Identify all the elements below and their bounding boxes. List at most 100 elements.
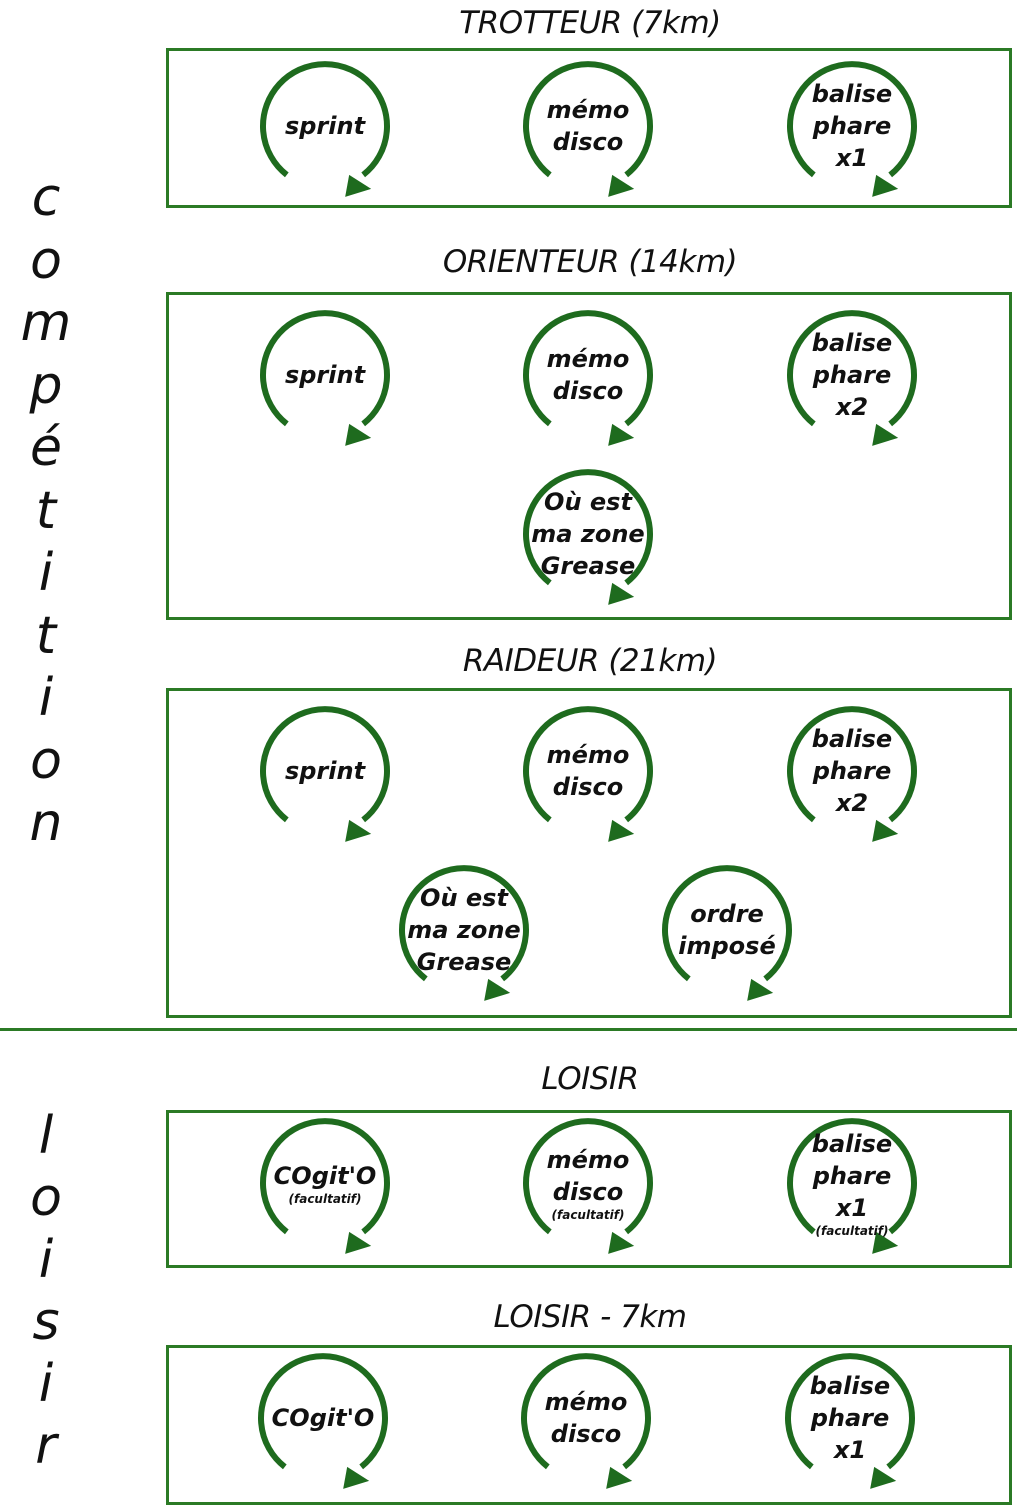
step-label-line: Où est bbox=[420, 884, 508, 912]
circular-arrow-icon bbox=[523, 310, 653, 446]
step-label: COgit'O bbox=[243, 1402, 403, 1434]
circular-arrow-icon bbox=[523, 706, 653, 842]
step-label-line: x2 bbox=[835, 393, 869, 421]
section-box-raideur bbox=[166, 688, 1012, 1018]
step-label-line: x2 bbox=[835, 789, 869, 817]
section-title-loisir-7km: LOISIR - 7km bbox=[493, 1299, 688, 1335]
category-letter: o bbox=[30, 730, 62, 791]
step-label: ordre imposé bbox=[647, 898, 807, 962]
step-label-line: Où est bbox=[544, 488, 632, 516]
circular-arrow-icon bbox=[260, 310, 390, 446]
step-note: (facultatif) bbox=[815, 1224, 889, 1238]
circular-arrow-icon bbox=[662, 865, 792, 1001]
circular-arrow-icon bbox=[521, 1353, 651, 1489]
step-label: sprint bbox=[245, 359, 405, 391]
activity-step: sprint bbox=[245, 703, 405, 842]
category-letter: o bbox=[30, 230, 62, 291]
step-note: (facultatif) bbox=[288, 1192, 362, 1206]
step-label-line: mémo bbox=[546, 345, 630, 373]
step-label-line: phare bbox=[812, 757, 892, 785]
section-title-raideur: RAIDEUR (21km) bbox=[462, 643, 718, 679]
step-label-line: imposé bbox=[678, 932, 776, 960]
step-label-line: phare bbox=[812, 1162, 892, 1190]
step-label: balise phare x2 bbox=[772, 723, 932, 819]
step-label-line: sprint bbox=[284, 757, 366, 785]
category-letter: i bbox=[38, 668, 54, 728]
step-label-line: x1 bbox=[835, 144, 869, 172]
step-label-line: COgit'O bbox=[273, 1162, 377, 1190]
step-label: sprint bbox=[245, 110, 405, 142]
step-label-line: disco bbox=[552, 773, 624, 801]
step-label-line: Grease bbox=[540, 552, 636, 580]
step-label-line: mémo bbox=[546, 1146, 630, 1174]
category-divider bbox=[0, 1028, 1017, 1031]
circular-arrow-icon bbox=[260, 61, 390, 197]
step-label-line: sprint bbox=[284, 361, 366, 389]
step-label-line: balise bbox=[811, 725, 893, 753]
step-label-line: balise bbox=[811, 329, 893, 357]
step-label: mémo disco bbox=[506, 1386, 666, 1450]
circular-arrow-icon bbox=[523, 61, 653, 197]
step-label-line: COgit'O bbox=[271, 1404, 375, 1432]
step-label-line: balise bbox=[811, 80, 893, 108]
step-label-line: phare bbox=[812, 112, 892, 140]
circular-arrow-icon bbox=[523, 1118, 653, 1254]
step-label-line: balise bbox=[809, 1372, 891, 1400]
step-label-line: Grease bbox=[416, 948, 512, 976]
step-label-line: balise bbox=[811, 1130, 893, 1158]
activity-step: sprint bbox=[245, 307, 405, 446]
category-letter: i bbox=[38, 543, 54, 603]
category-letter: i bbox=[38, 1354, 54, 1414]
step-label-line: x1 bbox=[833, 1436, 867, 1464]
category-letter: r bbox=[35, 1416, 57, 1476]
step-label-line: ma zone bbox=[531, 520, 645, 548]
step-label-line: mémo bbox=[544, 1388, 628, 1416]
activity-step: balise phare x1 bbox=[770, 1350, 930, 1489]
activity-step: balise phare x2 bbox=[772, 703, 932, 842]
section-box-orienteur bbox=[166, 292, 1012, 620]
category-letter: t bbox=[35, 480, 57, 541]
circular-arrow-icon bbox=[787, 310, 917, 446]
step-label: sprint bbox=[245, 755, 405, 787]
category-letter: i bbox=[38, 1230, 54, 1290]
category-letter: é bbox=[30, 418, 62, 478]
category-letter: t bbox=[35, 605, 57, 666]
section-title-trotteur: TROTTEUR (7km) bbox=[459, 5, 721, 41]
step-label: balise phare x1 bbox=[770, 1370, 930, 1466]
step-label: balise phare x1 bbox=[772, 78, 932, 174]
step-note: (facultatif) bbox=[551, 1208, 625, 1222]
activity-step: mémo disco bbox=[506, 1350, 666, 1489]
category-letter: o bbox=[30, 1168, 62, 1228]
step-label-line: disco bbox=[550, 1420, 622, 1448]
step-label-line: disco bbox=[552, 377, 624, 405]
activity-step: sprint bbox=[245, 58, 405, 197]
section-box-loisir bbox=[166, 1110, 1012, 1268]
circular-arrow-icon bbox=[260, 706, 390, 842]
activity-step: COgit'O bbox=[243, 1350, 403, 1489]
circular-arrow-icon bbox=[785, 1353, 915, 1489]
step-label-line: ordre bbox=[690, 900, 764, 928]
step-label-line: phare bbox=[810, 1404, 890, 1432]
section-title-orienteur: ORIENTEUR (14km) bbox=[442, 244, 738, 280]
activity-step: ordre imposé bbox=[647, 862, 807, 1001]
category-letter: n bbox=[29, 793, 63, 853]
category-letter: p bbox=[29, 355, 63, 416]
section-box-trotteur bbox=[166, 48, 1012, 208]
section-title-loisir: LOISIR bbox=[541, 1061, 639, 1097]
step-label-line: ma zone bbox=[407, 916, 521, 944]
circular-arrow-icon bbox=[258, 1353, 388, 1489]
activity-step: balise phare x1 bbox=[772, 58, 932, 197]
